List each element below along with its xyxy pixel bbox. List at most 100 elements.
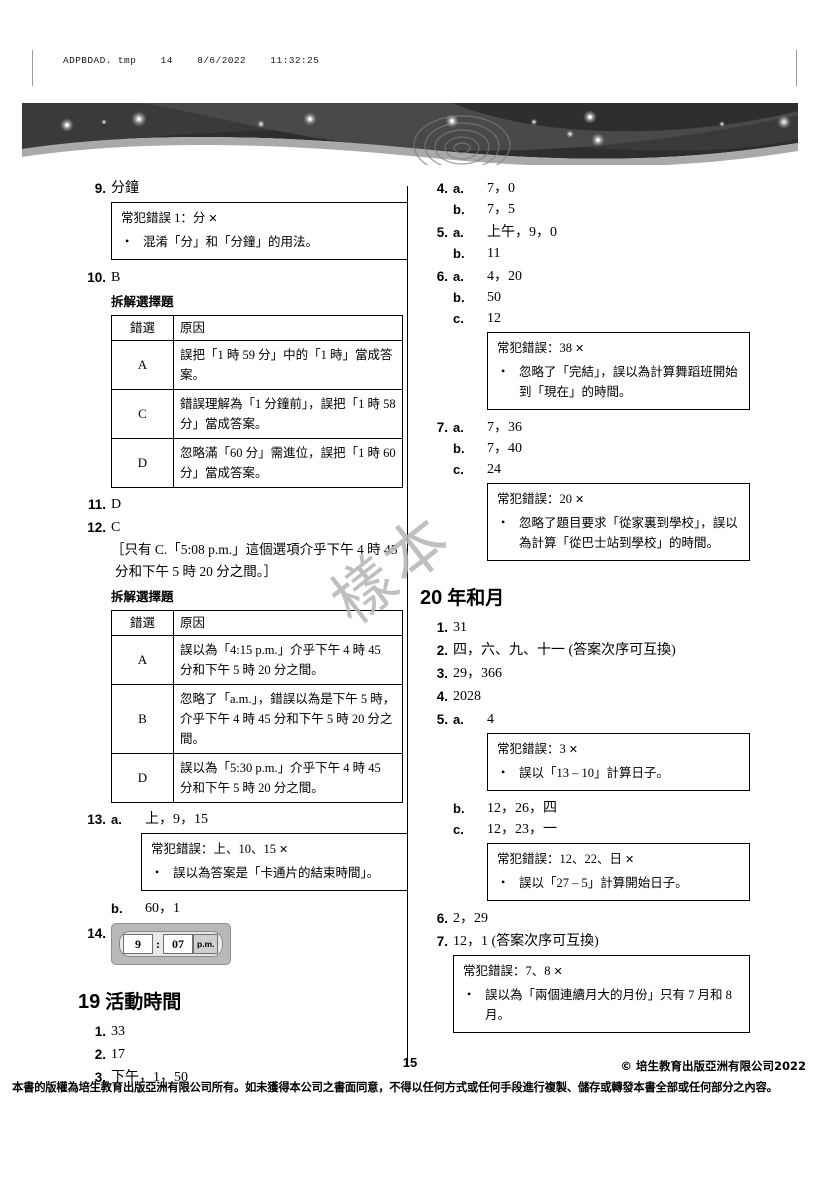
table-row: D 誤以為「5:30 p.m.」介乎下午 4 時 45 分和下午 5 時 20 … [111, 753, 403, 803]
item-number: 14. [87, 926, 106, 941]
cross-icon: ✕ [208, 213, 218, 225]
item-number: 5. [436, 225, 448, 240]
item-value: B [111, 270, 121, 285]
sub-item-label: a. [453, 181, 464, 196]
sub-item-b: b. 7，40 [453, 438, 750, 459]
sub-item-label: a. [453, 420, 464, 435]
section19-item-2: 2. 17 [78, 1044, 408, 1065]
common-error-box: 常犯錯誤：7、8✕ 誤以為「兩個連續月大的月份」只有 7 月和 8 月。 [453, 955, 750, 1033]
item-number: 4. [436, 689, 448, 704]
answer-item-10: 10. B 拆解選擇題 錯選 原因 A 誤把「1 時 59 分」中的「1 時」當 [78, 267, 408, 488]
section-title: 活動時間 [105, 992, 182, 1013]
common-error-box: 常犯錯誤：20✕ 忽略了題目要求「從家裏到學校」，誤以為計算「從巴士站到學校」的… [487, 483, 750, 561]
item-value: 12，1 (答案次序可互換) [453, 934, 599, 949]
item-number: 2. [436, 643, 448, 658]
item-note: ［只有 C.「5:08 p.m.」這個選項介乎下午 4 時 45 分和下午 5 … [111, 542, 398, 579]
answer-item-9: 9. 分鐘 常犯錯誤 1：分✕ 混淆「分」和「分鐘」的用法。 [78, 178, 408, 260]
common-error-title: 常犯錯誤：12、22、日✕ [497, 850, 741, 870]
table-cell-option: A [111, 340, 174, 390]
section-number: 20 [420, 587, 443, 609]
print-header-text: ADPBDAD. tmp 14 8/6/2022 11:32:25 [63, 55, 320, 66]
sub-item-value: 7，40 [487, 441, 522, 456]
table-row: D 忽略滿「60 分」需進位，誤把「1 時 60 分」當成答案。 [111, 438, 403, 488]
sub-item-c: c. 24 [453, 459, 750, 480]
cross-icon: ✕ [553, 966, 563, 978]
sub-item-value: 7，0 [487, 181, 515, 196]
common-error-title: 常犯錯誤：7、8✕ [463, 962, 741, 982]
sub-item-label: b. [453, 801, 465, 816]
sub-item-label: b. [453, 441, 465, 456]
sub-item-a: a. 7，36 [453, 417, 750, 438]
decorative-banner [22, 103, 798, 165]
print-header: ADPBDAD. tmp 14 8/6/2022 11:32:25 [0, 50, 820, 86]
cross-icon: ✕ [568, 744, 578, 756]
item-number: 2. [94, 1047, 106, 1062]
table-caption: 拆解選擇題 [111, 590, 174, 604]
sub-item-label: a. [453, 225, 464, 240]
table-header-option: 錯選 [111, 610, 174, 636]
section20-item-4: 4. 2028 [420, 686, 750, 707]
column-divider [407, 186, 409, 1066]
sub-item-value: 7，36 [487, 420, 522, 435]
table-header-reason: 原因 [173, 610, 403, 636]
common-error-box: 常犯錯誤：3✕ 誤以「13 – 10」計算日子。 [487, 733, 750, 791]
sub-item-b: b. 12，26，四 [453, 798, 750, 819]
breakdown-table: 錯選 原因 A 誤以為「4:15 p.m.」介乎下午 4 時 45 分和下午 5… [111, 610, 403, 803]
sub-item-value: 11 [487, 246, 501, 261]
common-error-title-text: 常犯錯誤：38 [497, 341, 573, 355]
page-number: 15 [402, 1055, 418, 1070]
sub-item-a: a. 上，9，15 [111, 809, 408, 830]
item-number: 7. [436, 934, 448, 949]
sub-item-label: b. [111, 901, 123, 916]
table-caption: 拆解選擇題 [111, 295, 174, 309]
common-error-box: 常犯錯誤：12、22、日✕ 誤以「27 – 5」計算開始日子。 [487, 843, 750, 901]
table-row: A 誤把「1 時 59 分」中的「1 時」當成答案。 [111, 340, 403, 390]
sub-item-b: b. 60，1 [111, 898, 408, 919]
table-cell-option: D [111, 753, 174, 803]
common-error-bullet: 忽略了題目要求「從家裏到學校」，誤以為計算「從巴士站到學校」的時間。 [497, 512, 741, 553]
common-error-title: 常犯錯誤：3✕ [497, 740, 741, 760]
crop-mark-left [32, 50, 33, 86]
item-number: 3. [94, 1070, 106, 1085]
item-value: 分鐘 [111, 181, 139, 196]
common-error-title: 常犯錯誤：20✕ [497, 490, 741, 510]
table-cell-option: A [111, 635, 174, 685]
sub-item-value: 50 [487, 290, 501, 305]
item-value: 29，366 [453, 666, 502, 681]
item-value: 31 [453, 620, 467, 635]
sub-item-value: 12，23，一 [487, 822, 557, 837]
answer-item-7: 7. a. 7，36 b. 7，40 c. 24 常犯錯誤：20✕ [420, 417, 750, 561]
section20-item-5: 5. a. 4 常犯錯誤：3✕ 誤以「13 – 10」計算日子。 b. 12，2… [420, 709, 750, 901]
sub-item-label: b. [453, 290, 465, 305]
sub-item-a: a. 4 [453, 709, 750, 730]
section20-item-1: 1. 31 [420, 617, 750, 638]
cross-icon: ✕ [575, 494, 585, 506]
section-number: 19 [78, 991, 101, 1013]
section20-item-2: 2. 四，六、九、十一 (答案次序可互換) [420, 640, 750, 661]
section20-item-3: 3. 29，366 [420, 663, 750, 684]
common-error-title-text: 常犯錯誤：20 [497, 492, 573, 506]
item-number: 6. [436, 269, 448, 284]
answer-item-6: 6. a. 4，20 b. 50 c. 12 常犯錯誤：38✕ [420, 266, 750, 410]
clock-colon: : [156, 936, 160, 951]
common-error-title: 常犯錯誤：上、10、15✕ [151, 840, 399, 860]
table-cell-option: B [111, 684, 174, 754]
sub-item-value: 上午，9，0 [487, 225, 557, 240]
clock-minute: 07 [163, 934, 193, 954]
common-error-bullet: 誤以「27 – 5」計算開始日子。 [497, 872, 741, 893]
section20-item-7: 7. 12，1 (答案次序可互換) 常犯錯誤：7、8✕ 誤以為「兩個連續月大的月… [420, 931, 750, 1033]
sub-item-label: b. [453, 246, 465, 261]
sub-item-b: b. 7，5 [453, 199, 750, 220]
copyright-notice: © 培生教育出版亞洲有限公司2022 [620, 1059, 806, 1073]
item-number: 5. [436, 712, 448, 727]
item-value: C [111, 520, 121, 535]
sub-item-value: 60，1 [145, 901, 180, 916]
digital-clock-image: 9 : 07 p.m. [111, 923, 408, 965]
item-value: 33 [111, 1024, 125, 1039]
common-error-bullet: 誤以為答案是「卡通片的結束時間」。 [151, 862, 399, 883]
table-header-reason: 原因 [173, 315, 403, 341]
item-value: 下午，1，50 [111, 1070, 188, 1085]
answer-item-12: 12. C ［只有 C.「5:08 p.m.」這個選項介乎下午 4 時 45 分… [78, 517, 408, 803]
